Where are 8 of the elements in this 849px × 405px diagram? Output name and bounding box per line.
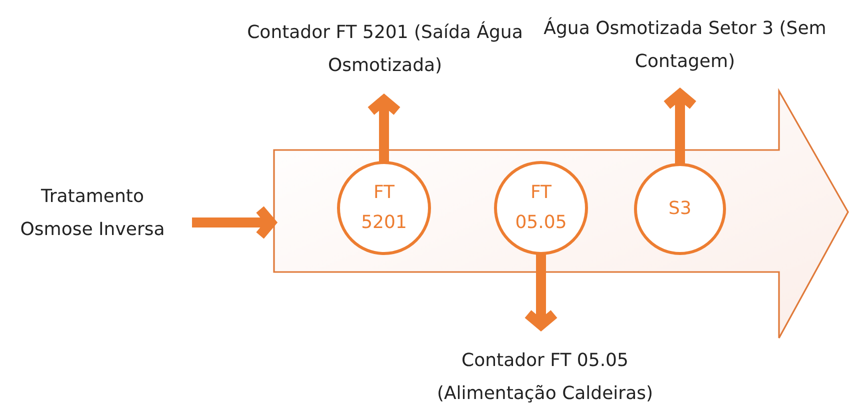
arrow [366,95,402,162]
node-text: Tratamento Osmose Inversa [5,180,180,245]
node-text: Contador FT 5201 (Saída Água Osmotizada) [240,14,530,84]
node-text: Água Osmotizada Setor 3 (Sem Contagem) [535,12,835,78]
node-text: Contador FT 05.05 (Alimentação Caldeiras) [425,347,665,405]
arrow [662,89,698,164]
arrow [523,254,559,330]
arrow [192,204,276,240]
